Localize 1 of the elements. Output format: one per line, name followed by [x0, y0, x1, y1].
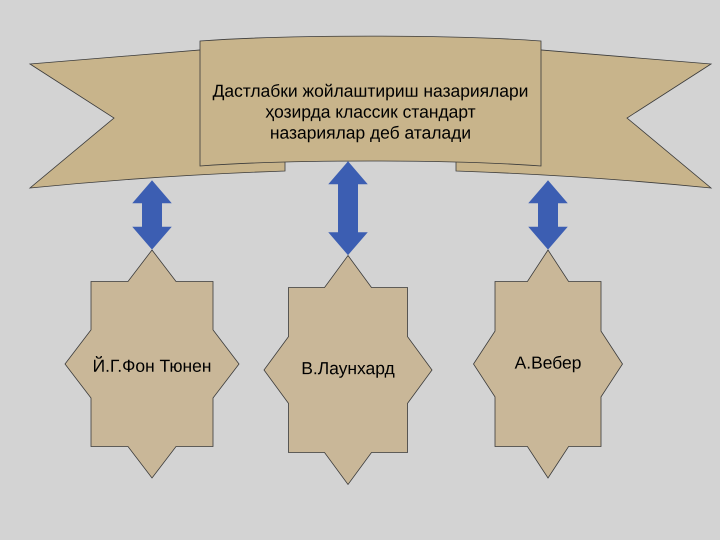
ribbon-banner: Дастлабки жойлаштириш назариялари ҳозирда классик стандарт назариялар деб аталади	[30, 36, 712, 188]
